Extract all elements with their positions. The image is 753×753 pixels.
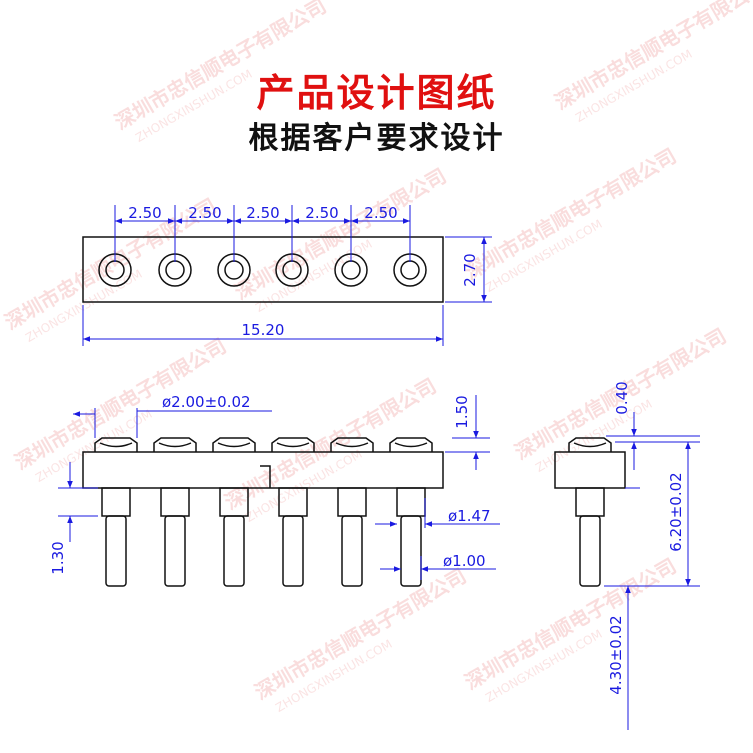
page-subtitle: 根据客户要求设计 — [248, 121, 505, 156]
watermark-text: 深圳市忠信顺电子有限公司 — [111, 0, 331, 134]
body-notch — [260, 465, 271, 488]
pin — [94, 437, 138, 587]
hole-inner — [165, 260, 185, 280]
pitch-label: 2.50 — [246, 204, 279, 222]
front-view-body — [82, 451, 444, 489]
pin-diameter-label: ø1.00 — [443, 552, 486, 570]
pitch-label: 2.50 — [128, 204, 161, 222]
height-label: 2.70 — [461, 253, 479, 286]
hole-inner — [224, 260, 244, 280]
side-view — [554, 437, 626, 587]
watermark-text: 深圳市忠信顺电子有限公司 — [551, 0, 753, 114]
watermark-text: 深圳市忠信顺电子有限公司 — [231, 164, 451, 305]
front-view-dimension-labels: ø2.00±0.02 1.50 ø1.47 ø1.00 1.30 — [49, 393, 491, 575]
left-height-label: 1.30 — [49, 541, 67, 574]
side-bottom-label: 4.30±0.02 — [607, 615, 625, 694]
pin — [330, 437, 374, 587]
side-view-dimension-labels: 0.40 6.20±0.02 4.30±0.02 — [607, 381, 685, 694]
hole-inner — [341, 260, 361, 280]
side-view-head-cup — [573, 442, 607, 448]
length-label: 15.20 — [242, 321, 285, 339]
pin — [153, 437, 197, 587]
side-view-dimensions — [604, 412, 700, 730]
side-view-shoulder — [575, 487, 605, 517]
watermark-text: 深圳市忠信顺电子有限公司 — [461, 144, 681, 285]
pin — [389, 437, 433, 587]
top-view-body — [82, 236, 444, 303]
head-diameter-label: ø2.00±0.02 — [162, 393, 251, 411]
side-top-label: 0.40 — [613, 381, 631, 414]
page-title: 产品设计图纸 — [256, 71, 497, 115]
side-view-pin — [579, 515, 601, 587]
pitch-label: 2.50 — [188, 204, 221, 222]
watermark-layer: 深圳市忠信顺电子有限公司 ZHONGXINSHUN.COM 深圳市忠信顺电子有限… — [1, 0, 753, 715]
top-view-dimension-labels: 2.50 2.50 2.50 2.50 2.50 2.70 15.20 — [128, 204, 479, 339]
side-view-head — [568, 437, 612, 452]
side-total-label: 6.20±0.02 — [667, 472, 685, 551]
shoulder-diameter-label: ø1.47 — [448, 507, 491, 525]
front-view — [82, 437, 444, 587]
front-view-dimensions — [58, 395, 500, 580]
watermark-text: 深圳市忠信顺电子有限公司 — [461, 554, 681, 695]
pin — [271, 437, 315, 587]
pitch-label: 2.50 — [305, 204, 338, 222]
head-height-label: 1.50 — [453, 395, 471, 428]
pin — [212, 437, 256, 587]
hole-inner — [400, 260, 420, 280]
pitch-label: 2.50 — [364, 204, 397, 222]
top-view-dimensions — [82, 205, 492, 346]
